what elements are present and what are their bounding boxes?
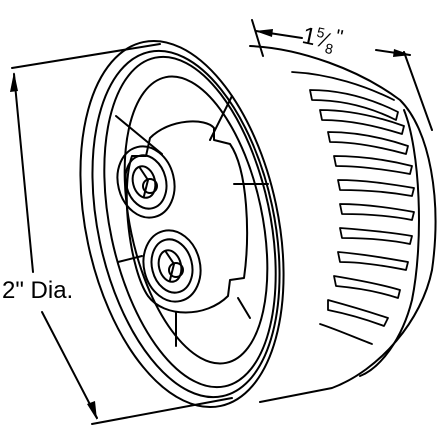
rib [327,131,409,155]
led-upper-lead [139,167,149,197]
led-upper-socket-outer [116,145,176,219]
length-extension-right [403,51,433,131]
divider [115,115,163,155]
lamp-housing [249,45,437,403]
rib [333,275,401,299]
diameter-arrow-bottom [87,401,97,420]
led-lower-lead [165,251,175,281]
rib [319,109,405,135]
led-lower-socket-inner [150,238,194,294]
length-extension-left [251,19,264,57]
outer-rim [79,39,285,409]
length-dimension [251,19,433,131]
length-arrow-right [393,49,411,57]
center-mount-plate [125,120,249,314]
housing-outline [249,45,437,403]
rib [309,89,399,121]
led-upper-diode [142,178,158,194]
led-upper-lens [131,165,157,199]
rib [327,299,389,327]
diameter-extension-bottom [91,397,233,425]
led-lower-socket-outer [142,229,202,303]
divider [237,297,251,319]
diameter-dimension-line-lower [41,311,98,419]
rim-ring-2 [91,49,281,399]
rib [339,203,415,221]
reflector-ring [123,75,269,365]
led-upper-socket-inner [124,154,168,210]
rib [337,179,415,197]
diameter-extension-top [11,43,161,69]
diameter-label: 2" Dia. [2,277,74,304]
diameter-dimension-line-upper [13,73,34,273]
rib [333,155,413,175]
divider [117,255,143,263]
reflector-dividers [115,95,269,347]
rib [339,227,413,245]
rib [337,251,409,271]
lamp-face [79,39,285,409]
led-lower [142,229,202,303]
led-lower-diode [168,262,184,278]
diameter-arrow-top [10,72,18,92]
led-lower-lens [157,249,183,283]
rib [319,323,373,345]
led-upper [116,145,176,219]
rib [291,71,395,101]
rim-ring-3 [103,55,277,389]
housing-rear-cap [359,109,420,377]
diameter-dimension [10,43,233,425]
housing-ribs [291,71,415,345]
length-arrow-left [255,29,273,37]
